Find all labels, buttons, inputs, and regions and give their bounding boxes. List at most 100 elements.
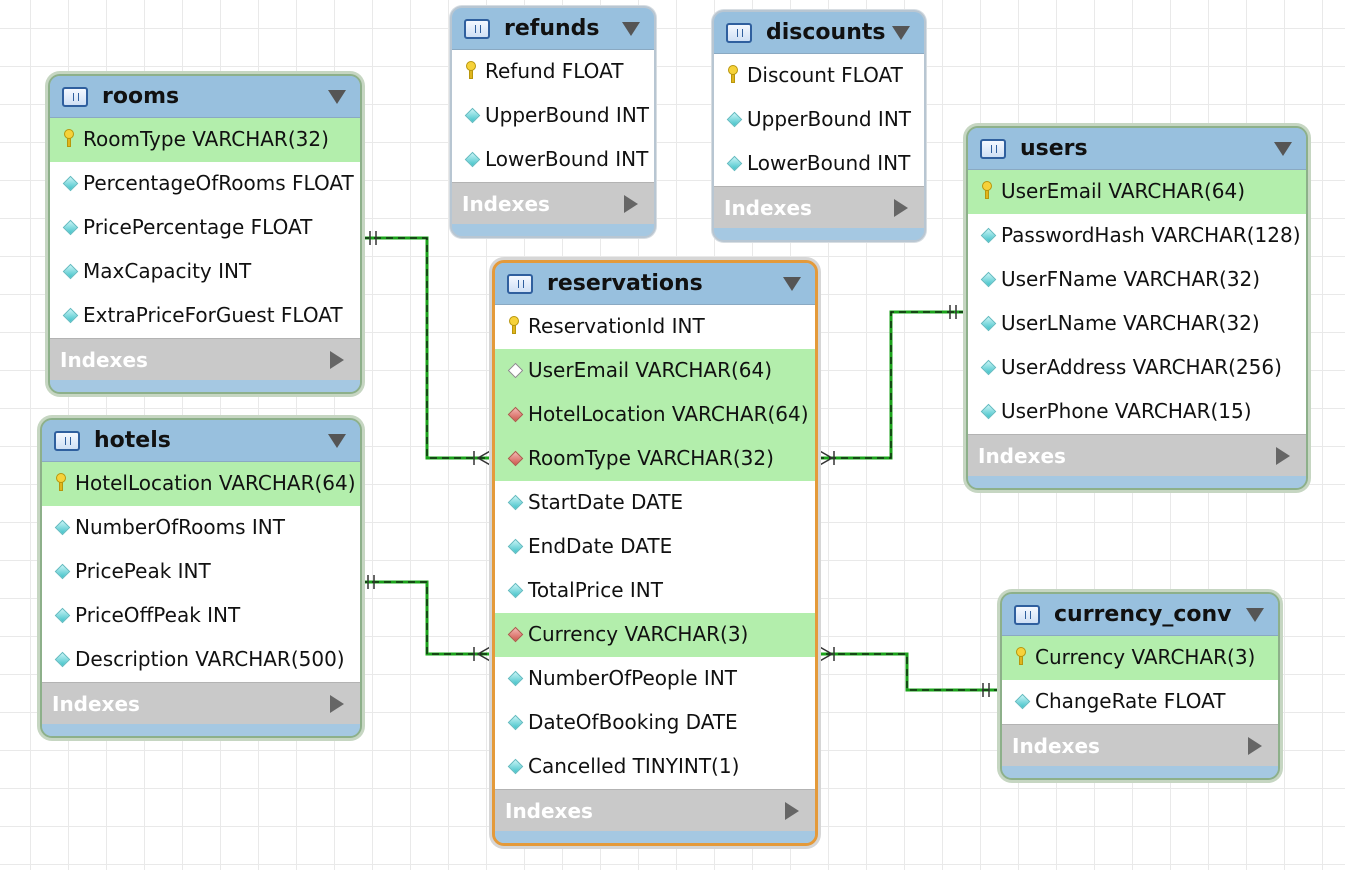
column-row[interactable]: ReservationId INT (495, 305, 815, 349)
column-label: RoomType VARCHAR(32) (83, 127, 329, 151)
column-row[interactable]: UserLName VARCHAR(32) (968, 302, 1306, 346)
collapse-caret-icon[interactable] (622, 22, 640, 36)
indexes-section[interactable]: Indexes (495, 789, 815, 831)
column-row[interactable]: TotalPrice INT (495, 569, 815, 613)
column-label: UserFName VARCHAR(32) (1001, 267, 1261, 291)
column-label: ChangeRate FLOAT (1035, 689, 1226, 713)
column-row[interactable]: PercentageOfRooms FLOAT (50, 162, 360, 206)
indexes-section[interactable]: Indexes (714, 186, 924, 228)
column-row[interactable]: UserEmail VARCHAR(64) (495, 349, 815, 393)
column-label: Description VARCHAR(500) (75, 647, 345, 671)
column-row[interactable]: StartDate DATE (495, 481, 815, 525)
column-row[interactable]: ChangeRate FLOAT (1002, 680, 1278, 724)
column-label: TotalPrice INT (528, 578, 663, 602)
column-row[interactable]: UserEmail VARCHAR(64) (968, 170, 1306, 214)
column-row[interactable]: UserFName VARCHAR(32) (968, 258, 1306, 302)
column-list: HotelLocation VARCHAR(64) NumberOfRooms I… (42, 462, 360, 682)
column-label: MaxCapacity INT (83, 259, 252, 283)
expand-arrow-icon[interactable] (1276, 447, 1290, 465)
column-row[interactable]: ExtraPriceForGuest FLOAT (50, 294, 360, 338)
column-label: Currency VARCHAR(3) (528, 622, 749, 646)
indexes-section[interactable]: Indexes (452, 182, 654, 224)
expand-arrow-icon[interactable] (894, 199, 908, 217)
relationship-rooms-reservations[interactable] (362, 231, 493, 467)
column-row[interactable]: Currency VARCHAR(3) (495, 613, 815, 657)
collapse-caret-icon[interactable] (1274, 142, 1292, 156)
column-list: Currency VARCHAR(3) ChangeRate FLOAT (1002, 636, 1278, 724)
column-row[interactable]: UserPhone VARCHAR(15) (968, 390, 1306, 434)
table-header[interactable]: currency_conv (1002, 594, 1278, 636)
column-label: Currency VARCHAR(3) (1035, 645, 1256, 669)
collapse-caret-icon[interactable] (783, 277, 801, 291)
column-row[interactable]: PricePeak INT (42, 550, 360, 594)
column-row[interactable]: Currency VARCHAR(3) (1002, 636, 1278, 680)
column-row[interactable]: EndDate DATE (495, 525, 815, 569)
collapse-caret-icon[interactable] (328, 434, 346, 448)
relationship-hotels-reservations[interactable] (360, 575, 493, 663)
relationship-users-reservations[interactable] (817, 305, 966, 467)
column-row[interactable]: LowerBound INT (452, 138, 654, 182)
column-row[interactable]: PriceOffPeak INT (42, 594, 360, 638)
expand-arrow-icon[interactable] (624, 195, 638, 213)
indexes-section[interactable]: Indexes (50, 338, 360, 380)
column-row[interactable]: UpperBound INT (714, 98, 924, 142)
collapse-caret-icon[interactable] (1246, 608, 1264, 622)
table-icon (464, 19, 490, 39)
relationship-currency-reservations[interactable] (817, 645, 1001, 697)
table-header[interactable]: users (968, 128, 1306, 170)
table-header[interactable]: hotels (42, 420, 360, 462)
table-footer (50, 380, 360, 392)
column-row[interactable]: RoomType VARCHAR(32) (495, 437, 815, 481)
column-row[interactable]: NumberOfRooms INT (42, 506, 360, 550)
column-label: HotelLocation VARCHAR(64) (75, 471, 356, 495)
column-row[interactable]: Cancelled TINYINT(1) (495, 745, 815, 789)
table-header[interactable]: refunds (452, 8, 654, 50)
column-row[interactable]: LowerBound INT (714, 142, 924, 186)
column-row[interactable]: UserAddress VARCHAR(256) (968, 346, 1306, 390)
table-name: users (1020, 136, 1088, 161)
column-row[interactable]: NumberOfPeople INT (495, 657, 815, 701)
column-label: ExtraPriceForGuest FLOAT (83, 303, 343, 327)
table-footer (1002, 766, 1278, 778)
column-row[interactable]: Discount FLOAT (714, 54, 924, 98)
table-header[interactable]: discounts (714, 12, 924, 54)
table-header[interactable]: reservations (495, 263, 815, 305)
column-row[interactable]: DateOfBooking DATE (495, 701, 815, 745)
collapse-caret-icon[interactable] (892, 26, 910, 40)
expand-arrow-icon[interactable] (1248, 737, 1262, 755)
collapse-caret-icon[interactable] (328, 90, 346, 104)
column-row[interactable]: UpperBound INT (452, 94, 654, 138)
column-row[interactable]: PasswordHash VARCHAR(128) (968, 214, 1306, 258)
indexes-section[interactable]: Indexes (1002, 724, 1278, 766)
column-row[interactable]: Description VARCHAR(500) (42, 638, 360, 682)
column-row[interactable]: MaxCapacity INT (50, 250, 360, 294)
expand-arrow-icon[interactable] (330, 351, 344, 369)
column-label: EndDate DATE (528, 534, 673, 558)
column-row[interactable]: RoomType VARCHAR(32) (50, 118, 360, 162)
column-icon (62, 219, 79, 236)
column-label: LowerBound INT (747, 151, 911, 175)
column-row[interactable]: HotelLocation VARCHAR(64) (42, 462, 360, 506)
expand-arrow-icon[interactable] (785, 802, 799, 820)
expand-arrow-icon[interactable] (330, 695, 344, 713)
indexes-section[interactable]: Indexes (968, 434, 1306, 476)
indexes-label: Indexes (978, 444, 1066, 468)
foreign-key-icon (507, 406, 524, 423)
table-icon (726, 23, 752, 43)
indexes-section[interactable]: Indexes (42, 682, 360, 724)
column-row[interactable]: PricePercentage FLOAT (50, 206, 360, 250)
column-row[interactable]: HotelLocation VARCHAR(64) (495, 393, 815, 437)
column-label: PricePeak INT (75, 559, 211, 583)
table-header[interactable]: rooms (50, 76, 360, 118)
column-row[interactable]: Refund FLOAT (452, 50, 654, 94)
